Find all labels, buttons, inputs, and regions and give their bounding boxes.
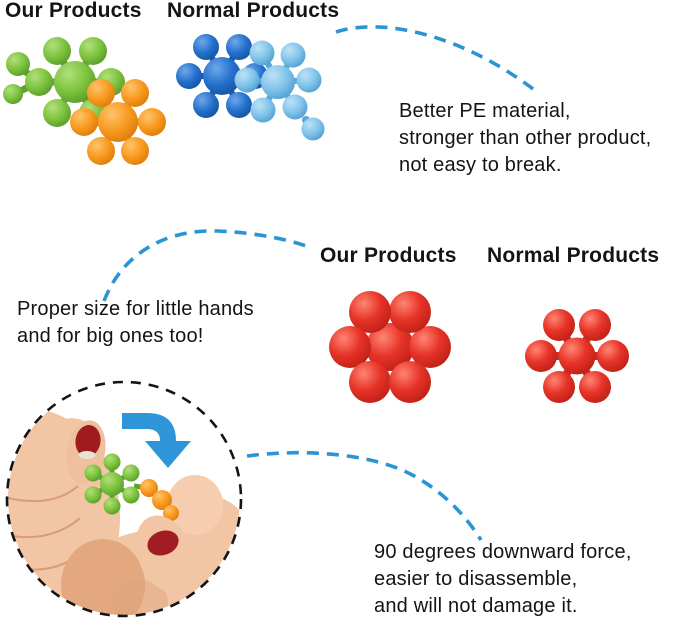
left-thumb-nail [75, 425, 101, 459]
note-material-line-1: Better PE material, [399, 100, 571, 122]
label-top-normal-products: Normal Products [167, 0, 340, 22]
label-mid-our-products: Our Products [320, 244, 457, 267]
our-product-red-block [329, 291, 451, 403]
normal-product-red-block [525, 309, 629, 403]
note-size: Proper size for little hands and for big… [17, 296, 254, 350]
normal-product-blocks-photo [176, 34, 325, 141]
connector-dash-material [335, 25, 539, 94]
note-force-line-2: easier to disassemble, [374, 568, 578, 590]
label-top-our-products: Our Products [5, 0, 142, 22]
hands-demo-photo [5, 380, 243, 618]
downward-force-arrow-icon [122, 413, 191, 468]
note-force: 90 degrees downward force, easier to dis… [374, 539, 632, 620]
right-thumb [135, 515, 195, 593]
photo-dashed-border [5, 380, 243, 618]
connector-dash-force [246, 450, 483, 541]
label-mid-normal-products: Normal Products [487, 244, 660, 267]
green-block-piece [84, 453, 149, 515]
note-size-line-2: and for big ones too! [17, 325, 204, 347]
note-size-line-1: Proper size for little hands [17, 298, 254, 320]
note-force-line-1: 90 degrees downward force, [374, 541, 632, 563]
note-material: Better PE material, stronger than other … [399, 98, 651, 179]
broken-off-ball [301, 116, 325, 141]
note-material-line-2: stronger than other product, [399, 127, 652, 149]
note-material-line-3: not easy to break. [399, 154, 562, 176]
orange-block-piece [140, 479, 179, 521]
our-product-blocks-photo [3, 37, 166, 165]
connector-dash-size [102, 229, 313, 302]
note-force-line-3: and will not damage it. [374, 595, 578, 617]
